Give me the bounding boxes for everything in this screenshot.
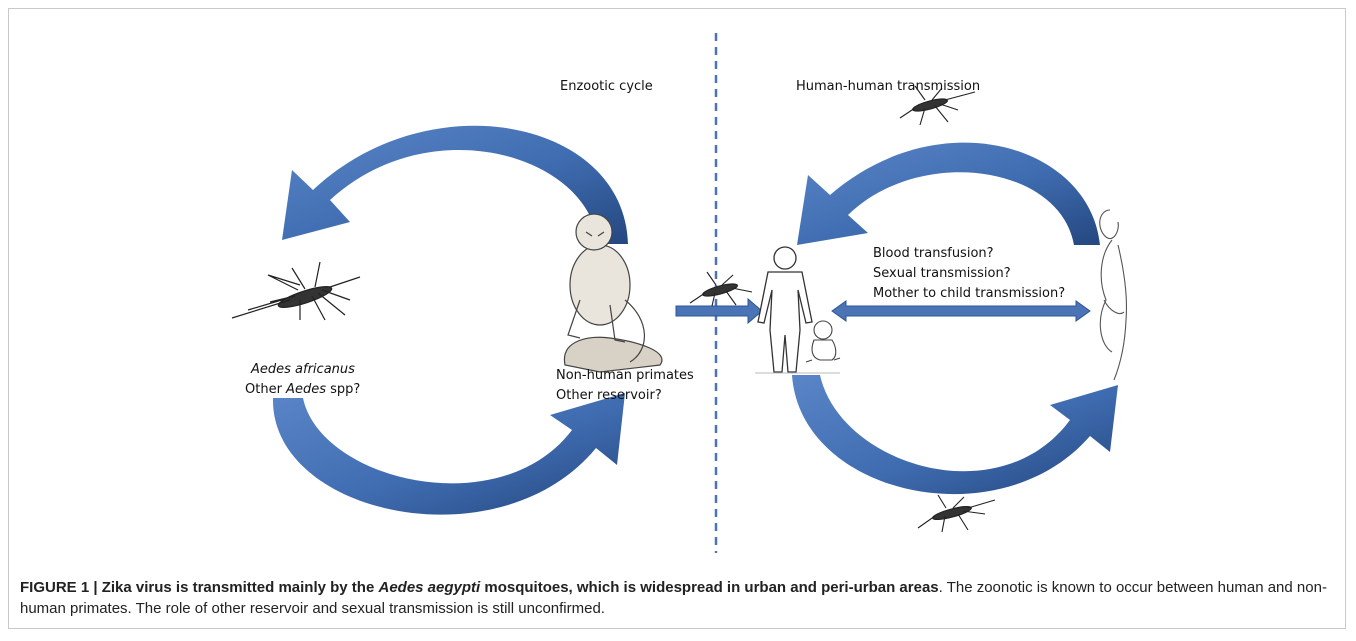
caption-bold-2: mosquitoes, which is widespread in urban… [480,579,939,596]
caption-species: Aedes aegypti [378,579,481,596]
arrow-top-right [797,142,1100,245]
reservoir-label-2: Other reservoir? [556,388,662,403]
human-transmission-title: Human-human transmission [796,79,981,94]
arrow-bottom-left [272,393,625,515]
mosquito-icon [689,271,753,307]
route-sexual-transmission: Sexual transmission? [873,266,1011,281]
caption-rest: . The zoonotic is known to occur between… [20,579,1327,617]
arrow-top-left [282,125,628,244]
arrow-bottom-right [792,375,1118,495]
route-blood-transfusion: Blood transfusion? [873,246,994,261]
reservoir-label-1: Non-human primates [556,368,694,383]
mosquito-icon [231,261,361,321]
mosquito-icon [917,494,996,533]
vector-species: Aedes africanus [251,362,355,377]
baby-icon [805,320,841,363]
pregnant-woman-icon [1099,209,1128,381]
route-mother-to-child: Mother to child transmission? [873,286,1066,301]
vector-label: Aedes africanus [251,360,355,379]
monkey-icon [563,213,663,373]
enzootic-cycle-title: Enzootic cycle [560,79,653,94]
caption-bold-1: Zika virus is transmitted mainly by the [101,579,379,596]
caption-label: FIGURE 1 | [20,579,102,596]
figure-caption: FIGURE 1 | Zika virus is transmitted mai… [20,577,1330,619]
arrow-human-to-human [831,300,1091,322]
mosquito-icon [899,85,976,126]
figure-frame [8,8,1346,629]
human-silhouette-icon [757,246,813,373]
arrow-reservoir-to-human [675,297,763,325]
vector-other-label: Other Aedes spp? [245,382,361,397]
